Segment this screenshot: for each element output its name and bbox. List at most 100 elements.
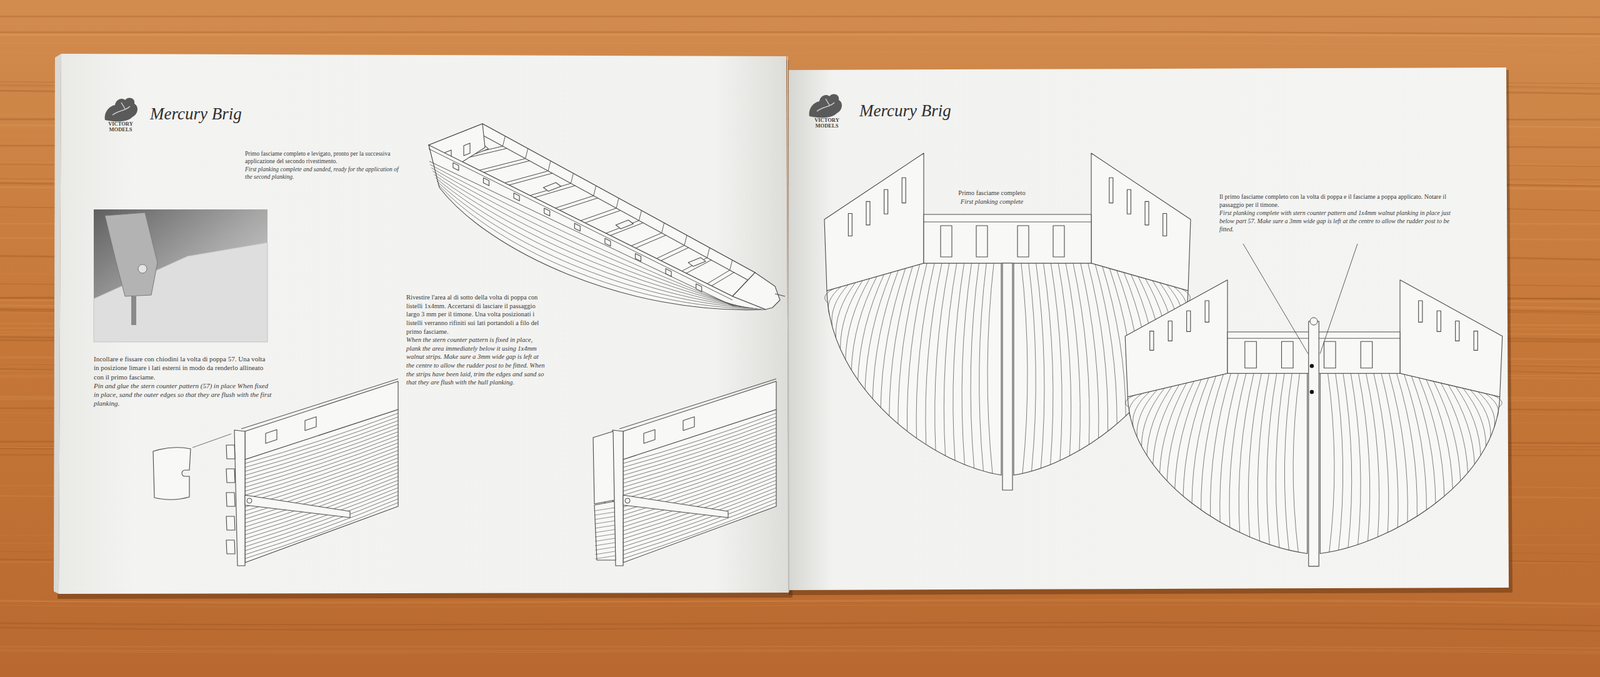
planking-line xyxy=(245,450,399,504)
transom-frame xyxy=(1323,341,1336,369)
gun-slit xyxy=(901,177,906,203)
gun-port xyxy=(513,193,520,202)
text-block: Primo fasciame completo e levigato, pron… xyxy=(245,150,407,181)
gun-slit xyxy=(1186,310,1191,332)
frame xyxy=(570,173,574,184)
planking-line xyxy=(1485,393,1499,417)
planking-line xyxy=(1248,373,1262,537)
text-block: Primo fasciame completoFirst planking co… xyxy=(929,188,1055,206)
italian-text: Primo fasciame completo e levigato, pron… xyxy=(245,150,407,166)
planking-line xyxy=(1433,381,1461,481)
frame xyxy=(730,260,733,270)
planking-line xyxy=(1159,383,1187,474)
deck-beam xyxy=(509,173,554,185)
planking-line xyxy=(245,476,399,531)
planking-line xyxy=(1350,373,1361,545)
frame xyxy=(593,185,597,196)
frame-end xyxy=(226,516,235,530)
planking-line xyxy=(623,491,777,547)
english-text: First planking complete with stern count… xyxy=(1219,208,1465,234)
planking-line xyxy=(1175,379,1202,489)
planking-line xyxy=(434,174,750,309)
wood-grain xyxy=(0,646,1600,649)
gun-slit xyxy=(1163,213,1167,236)
deck-beam xyxy=(505,171,549,184)
gun-slit xyxy=(1150,331,1154,351)
post-head xyxy=(1310,317,1318,325)
bulwark-wing xyxy=(1125,280,1228,397)
logo-detail xyxy=(112,102,130,115)
text-block: Mercury Brig xyxy=(150,105,300,124)
text-block: Mercury Brig xyxy=(859,101,1010,121)
page-title: Mercury Brig xyxy=(859,101,1010,121)
gun-port xyxy=(635,253,641,262)
keel-piece xyxy=(623,495,729,518)
transom-frame xyxy=(1017,225,1029,257)
gun-slit xyxy=(1418,300,1423,322)
page-title: Mercury Brig xyxy=(150,105,300,124)
gun-port xyxy=(574,223,580,232)
hull-side xyxy=(428,145,766,310)
planking-line xyxy=(1335,373,1344,550)
keel-piece xyxy=(245,495,350,518)
wood-grain xyxy=(0,601,1600,604)
planking-line xyxy=(1366,373,1380,537)
planking-line xyxy=(880,268,906,408)
planking-line xyxy=(623,476,777,531)
planking-line xyxy=(1036,263,1045,469)
planking-line xyxy=(1153,384,1180,464)
planking-line xyxy=(1463,388,1487,447)
gutter xyxy=(787,56,789,592)
stern-counter-57 xyxy=(593,431,615,504)
planking-line xyxy=(623,472,777,527)
planking-line xyxy=(245,483,399,539)
planking-line xyxy=(1183,377,1209,496)
wood-grain xyxy=(0,626,1600,632)
guide-line xyxy=(192,433,232,448)
keel-hole xyxy=(246,498,252,504)
hatch xyxy=(688,257,706,267)
leader-line xyxy=(1320,243,1358,354)
planking-line xyxy=(430,164,737,307)
deck-beam xyxy=(580,208,617,221)
planking-line xyxy=(1210,373,1232,516)
keel-hole xyxy=(625,498,630,504)
planking-line xyxy=(979,263,987,472)
deck-beam xyxy=(479,158,526,171)
bulwark-wing xyxy=(824,153,924,291)
gun-slit xyxy=(884,189,889,214)
planking-line xyxy=(623,487,777,543)
stern-post xyxy=(234,430,245,566)
gun-port xyxy=(643,429,655,444)
planking-line xyxy=(1166,381,1194,481)
strip-line xyxy=(595,555,615,559)
wood-grain xyxy=(0,35,1600,37)
stern-detail xyxy=(153,378,399,566)
frame xyxy=(706,247,710,258)
planking-line xyxy=(1448,384,1475,464)
planking-line xyxy=(436,181,758,309)
planking-line xyxy=(1191,376,1217,504)
pintle xyxy=(1310,363,1314,368)
frame xyxy=(548,161,551,172)
stern-detail xyxy=(593,378,777,566)
planking-line xyxy=(1328,373,1335,552)
planking-line xyxy=(432,171,745,308)
planking-line xyxy=(1136,390,1157,437)
strip-line xyxy=(595,529,615,533)
logo-text: VICTORY MODELS xyxy=(805,117,849,129)
gun-port xyxy=(483,178,489,187)
planking-line xyxy=(1343,373,1352,548)
photo-post xyxy=(131,296,137,325)
planking-line xyxy=(1411,376,1436,504)
planking-line xyxy=(623,483,777,539)
photo-pin xyxy=(138,264,147,274)
planking-line xyxy=(1141,388,1165,447)
planking-line xyxy=(1373,373,1389,533)
planking-line xyxy=(623,468,777,523)
strip-line xyxy=(595,538,615,542)
planking-line xyxy=(1470,390,1491,437)
transom xyxy=(923,214,1092,264)
bow-stem xyxy=(732,272,780,310)
planking-line xyxy=(1275,373,1285,548)
